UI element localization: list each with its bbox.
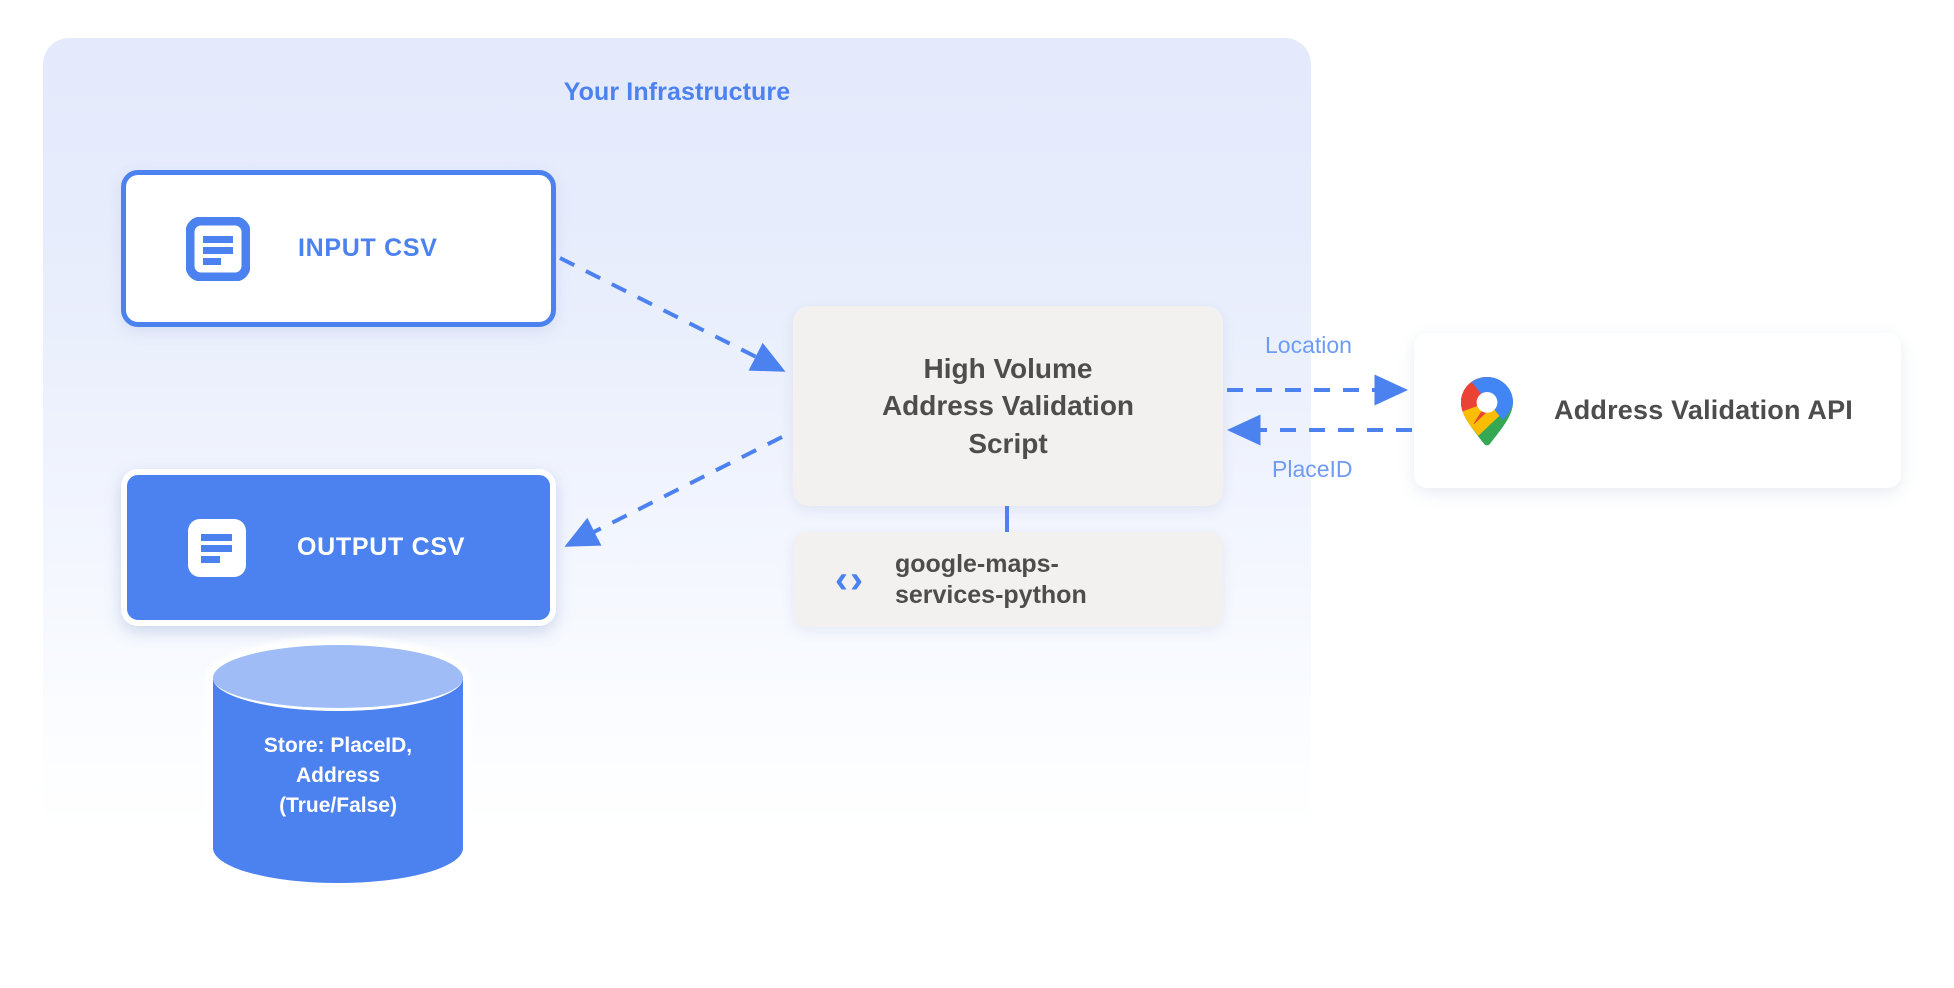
- document-icon: [188, 518, 246, 577]
- script-line-2: Address Validation: [881, 390, 1135, 422]
- script-text: High Volume Address Validation Script: [882, 350, 1134, 463]
- node-database-store[interactable]: Store: PlaceID, Address (True/False): [205, 637, 471, 891]
- library-line-2: services-python: [894, 580, 1087, 609]
- node-address-validation-api[interactable]: Address Validation API: [1414, 333, 1901, 488]
- database-text: Store: PlaceID, Address (True/False): [213, 731, 463, 820]
- library-text: google-maps- services-python: [895, 549, 1087, 610]
- edge-script-to-library: [1005, 506, 1009, 536]
- edge-label-placeid: PlaceID: [1272, 456, 1353, 482]
- node-high-volume-script[interactable]: High Volume Address Validation Script: [793, 306, 1223, 506]
- script-line-3: Script: [968, 427, 1048, 459]
- node-input-csv[interactable]: INPUT CSV: [121, 170, 556, 327]
- panel-title: Your Infrastructure: [563, 78, 791, 106]
- document-icon: [186, 216, 250, 281]
- database-line-1: Store: PlaceID,: [263, 734, 413, 757]
- database-line-2: Address: [295, 763, 381, 787]
- node-output-csv[interactable]: OUTPUT CSV: [121, 469, 556, 626]
- script-line-1: High Volume: [923, 352, 1093, 384]
- input-csv-label: INPUT CSV: [298, 234, 438, 262]
- google-maps-pin-icon: [1461, 376, 1513, 445]
- output-csv-label: OUTPUT CSV: [297, 533, 466, 561]
- node-google-maps-services-python[interactable]: ‹› google-maps- services-python: [793, 532, 1223, 627]
- code-brackets-icon: ‹›: [835, 557, 865, 601]
- database-top: [213, 645, 463, 711]
- api-label: Address Validation API: [1554, 395, 1853, 425]
- database-line-3: (True/False): [279, 793, 397, 817]
- edge-label-location: Location: [1265, 332, 1352, 358]
- library-line-1: google-maps-: [894, 550, 1059, 578]
